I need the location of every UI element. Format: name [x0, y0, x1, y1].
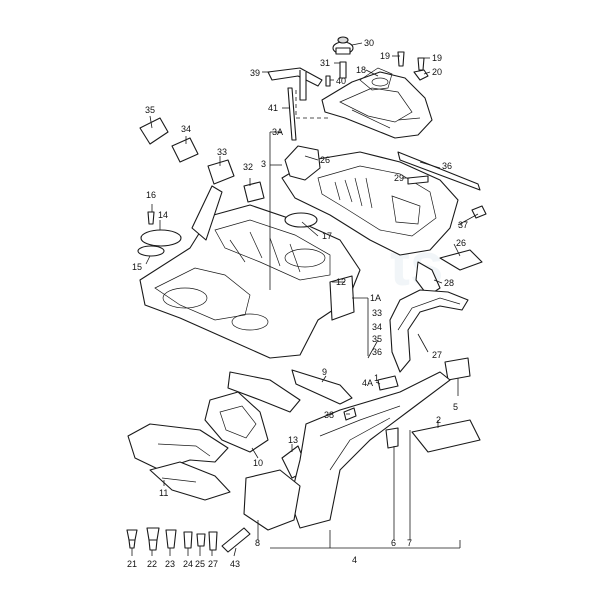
bracket-part [267, 67, 323, 101]
screw-part [147, 211, 155, 225]
callout-35-right: 35 [372, 334, 382, 344]
callout-30: 30 [364, 38, 374, 48]
small-tab-part [385, 427, 399, 449]
callout-3: 3 [261, 159, 266, 169]
callout-43: 43 [230, 559, 240, 569]
mount-plate-part [139, 117, 169, 145]
callout-14: 14 [158, 210, 168, 220]
callout-33-right: 33 [372, 308, 382, 318]
callout-17: 17 [322, 231, 332, 241]
rod-part [287, 87, 297, 141]
mount-plate-part [171, 137, 199, 163]
spring-clip-part [339, 61, 347, 79]
callout-21: 21 [127, 559, 137, 569]
cover-plate-part [140, 229, 182, 247]
bolt-part [407, 175, 429, 185]
callout-20: 20 [432, 67, 442, 77]
callout-4a: 4A [362, 378, 373, 388]
callout-6: 6 [391, 538, 396, 548]
bumper-mount-part [243, 469, 301, 531]
box-bracket-part [444, 357, 471, 381]
callout-29: 29 [394, 173, 404, 183]
dashed-leader [295, 90, 330, 119]
callout-39: 38 [324, 410, 334, 420]
mount-plate-part [207, 159, 235, 185]
rear-floor-panel [321, 67, 433, 139]
cross-member-part [204, 371, 301, 453]
front-floor-panel [139, 185, 361, 359]
callout-36-right: 36 [372, 347, 382, 357]
callout-22: 22 [147, 559, 157, 569]
callout-34-left: 33 [217, 147, 227, 157]
callout-19-right: 19 [432, 53, 442, 63]
callout-23: 23 [165, 559, 175, 569]
small-bracket-part [439, 249, 483, 271]
seal-ring-part [137, 245, 165, 257]
screw-parts [325, 51, 429, 87]
callout-19-left: 19 [380, 51, 390, 61]
sealing-cap-part [284, 212, 318, 228]
callout-28: 28 [444, 278, 454, 288]
callout-36-left: 35 [145, 105, 155, 115]
wheelhouse-rim [397, 297, 461, 331]
callout-10: 10 [253, 458, 263, 468]
callout-4: 4 [352, 555, 357, 565]
callout-32: 27 [208, 559, 218, 569]
callout-13: 13 [288, 435, 298, 445]
long-strut-part [397, 151, 481, 191]
callout-16: 16 [146, 190, 156, 200]
callout-33-left: 32 [243, 162, 253, 172]
fastener-parts [126, 527, 251, 553]
callout-41: 40 [336, 76, 346, 86]
callout-38: 37 [458, 220, 468, 230]
clip-part [377, 375, 399, 391]
callout-42: 41 [268, 103, 278, 113]
callout-34-right: 34 [372, 322, 382, 332]
callout-11: 11 [159, 488, 168, 498]
callout-25: 25 [195, 559, 205, 569]
front-member-part [127, 423, 231, 501]
callout-7: 7 [407, 538, 412, 548]
callout-5: 5 [453, 402, 458, 412]
strut-bar-part [291, 369, 353, 405]
wheelhouse-part [389, 289, 469, 373]
callout-24: 24 [183, 559, 193, 569]
callout-26-right: 26 [456, 238, 466, 248]
callout-2: 2 [436, 415, 441, 425]
callout-8: 8 [255, 538, 260, 548]
callout-35-left: 34 [181, 124, 191, 134]
callout-40: 39 [250, 68, 260, 78]
callout-9: 9 [322, 367, 327, 377]
callout-15: 15 [132, 262, 142, 272]
callout-37: 36 [442, 161, 452, 171]
callout-26-top: 26 [320, 155, 330, 165]
callout-31: 31 [320, 58, 330, 68]
side-panel-part [329, 275, 355, 321]
leader-lines [131, 42, 479, 557]
callout-3a: 3A [272, 127, 283, 137]
callout-1a: 1A [370, 293, 381, 303]
callout-labels: 1 1A 2 3 3A 4 4A 5 6 7 8 9 10 11 12 13 1… [127, 38, 468, 569]
sill-bracket-part [411, 419, 481, 453]
rubber-stop-part [332, 36, 354, 55]
callout-12: 12 [336, 277, 346, 287]
callout-27: 27 [432, 350, 442, 360]
mount-plate-part [243, 181, 265, 203]
callout-18: 18 [356, 65, 366, 75]
callout-1: 1 [374, 373, 379, 383]
